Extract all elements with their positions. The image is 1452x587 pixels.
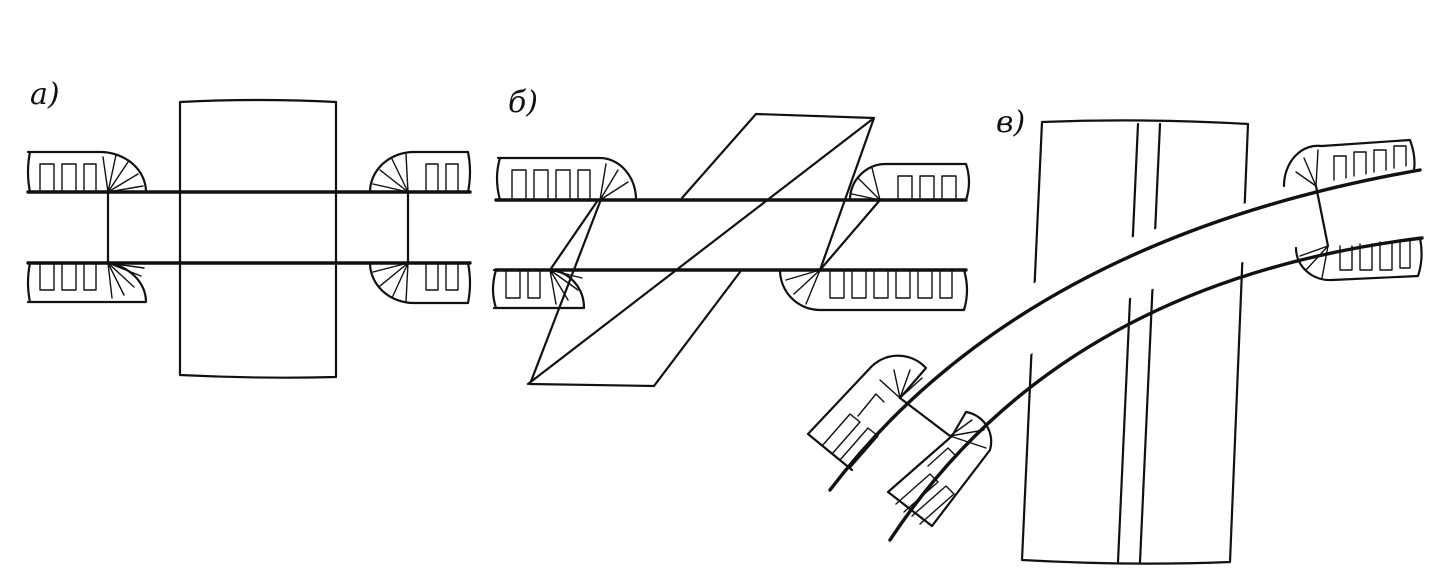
panel-label-a: а) xyxy=(30,77,60,112)
hatched-flange xyxy=(1282,138,1416,188)
wall-a xyxy=(178,98,338,379)
hatched-flange xyxy=(26,261,148,304)
pipe-a xyxy=(26,190,472,265)
wall-b xyxy=(526,112,876,388)
hatched-flange xyxy=(368,150,472,194)
pipe-v xyxy=(828,168,1424,542)
hatched-flange xyxy=(491,268,586,310)
wall-joint-line xyxy=(1116,122,1140,564)
hatched-flange xyxy=(495,156,638,202)
hatched-flange xyxy=(368,261,472,305)
pipe-v-fill xyxy=(900,188,1332,436)
panel-a xyxy=(26,98,472,379)
panel-label-b: б) xyxy=(508,85,539,120)
panel-label-v: в) xyxy=(996,105,1026,140)
wall-joint-line xyxy=(1138,122,1162,564)
pipe-b xyxy=(494,198,968,272)
hatched-flange xyxy=(886,410,993,528)
hatched-flange xyxy=(778,268,969,312)
hatched-flange xyxy=(806,354,928,472)
hatched-flange xyxy=(1294,236,1423,282)
panel-b xyxy=(491,112,971,388)
hatched-flange xyxy=(848,162,971,202)
panel-v xyxy=(806,119,1424,565)
hatched-flange xyxy=(26,150,148,194)
